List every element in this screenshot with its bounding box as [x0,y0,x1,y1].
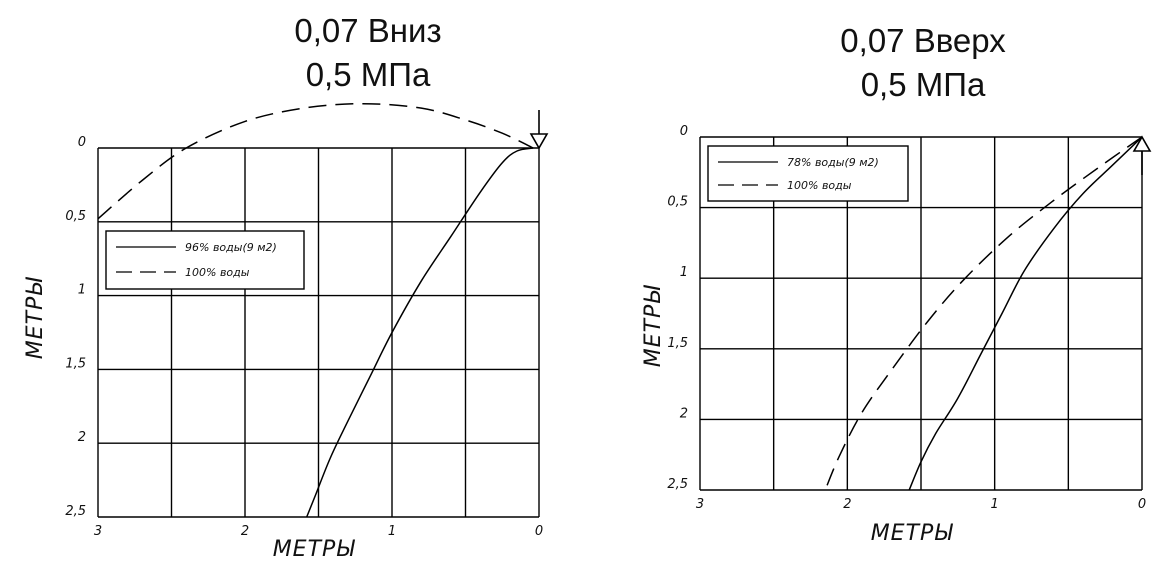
legend-label-1: 96% воды(9 м2) [185,241,277,254]
y-tick-label: 2 [78,430,86,445]
y-tick-label: 0,5 [667,195,688,210]
y-tick-label: 2 [680,406,688,421]
legend-label-2: 100% воды [185,266,250,279]
series-line-solid [306,147,534,518]
y-ticks: 0 0,5 1 1,5 2 2,5 [667,124,688,492]
y-axis-label: МЕТРЫ [641,285,666,368]
legend: 78% воды(9 м2) 100% воды [707,145,909,202]
x-tick-label: 3 [696,497,704,512]
y-tick-label: 2,5 [65,504,86,519]
chart-title-line-1: 0,07 Вниз [294,12,441,49]
y-tick-label: 2,5 [667,477,688,492]
legend: 96% воды(9 м2) 100% воды [105,230,305,290]
series-line-dashed [97,102,534,220]
x-tick-label: 3 [94,524,102,539]
y-tick-label: 0 [680,124,688,139]
y-axis-label: МЕТРЫ [23,277,48,360]
arrow-up-icon [1132,135,1152,152]
series-lines [97,102,534,518]
chart-right: 0,07 Вверх 0,5 МПа 0 0,5 1 1,5 2 2,5 3 2 1 0 78%… [641,22,1152,546]
arrow-down-icon [529,133,549,150]
marker [529,110,549,150]
y-tick-label: 1 [680,265,688,280]
x-tick-label: 0 [535,524,543,539]
x-tick-label: 1 [388,524,396,539]
series-line-dashed [824,136,1143,491]
y-tick-label: 0 [78,135,86,150]
y-tick-label: 1,5 [667,336,688,351]
x-axis-label: МЕТРЫ [871,521,954,546]
legend-box [105,230,305,290]
chart-left: 0,07 Вниз 0,5 МПа 0 0,5 1 1,5 2 2,5 3 2 1 0 96% … [23,12,549,561]
legend-label-1: 78% воды(9 м2) [787,156,879,169]
x-ticks: 3 2 1 0 [94,524,543,539]
grid [699,136,1143,491]
chart-title-line-2: 0,5 МПа [306,56,431,93]
marker [1132,135,1152,175]
y-tick-label: 1,5 [65,356,86,371]
chart-title-line-1: 0,07 Вверх [840,22,1006,59]
series-line-solid [908,136,1143,491]
y-tick-label: 0,5 [65,209,86,224]
grid [97,147,540,518]
y-ticks: 0 0,5 1 1,5 2 2,5 [65,135,86,519]
x-axis-label: МЕТРЫ [273,537,356,561]
x-tick-label: 1 [991,497,999,512]
x-tick-label: 0 [1138,497,1146,512]
x-tick-label: 2 [843,497,851,512]
series-lines [824,136,1143,491]
y-tick-label: 1 [78,283,86,298]
x-ticks: 3 2 1 0 [696,497,1146,512]
x-tick-label: 2 [241,524,249,539]
chart-title-line-2: 0,5 МПа [861,66,986,103]
legend-label-2: 100% воды [787,179,852,192]
legend-box [707,145,909,202]
